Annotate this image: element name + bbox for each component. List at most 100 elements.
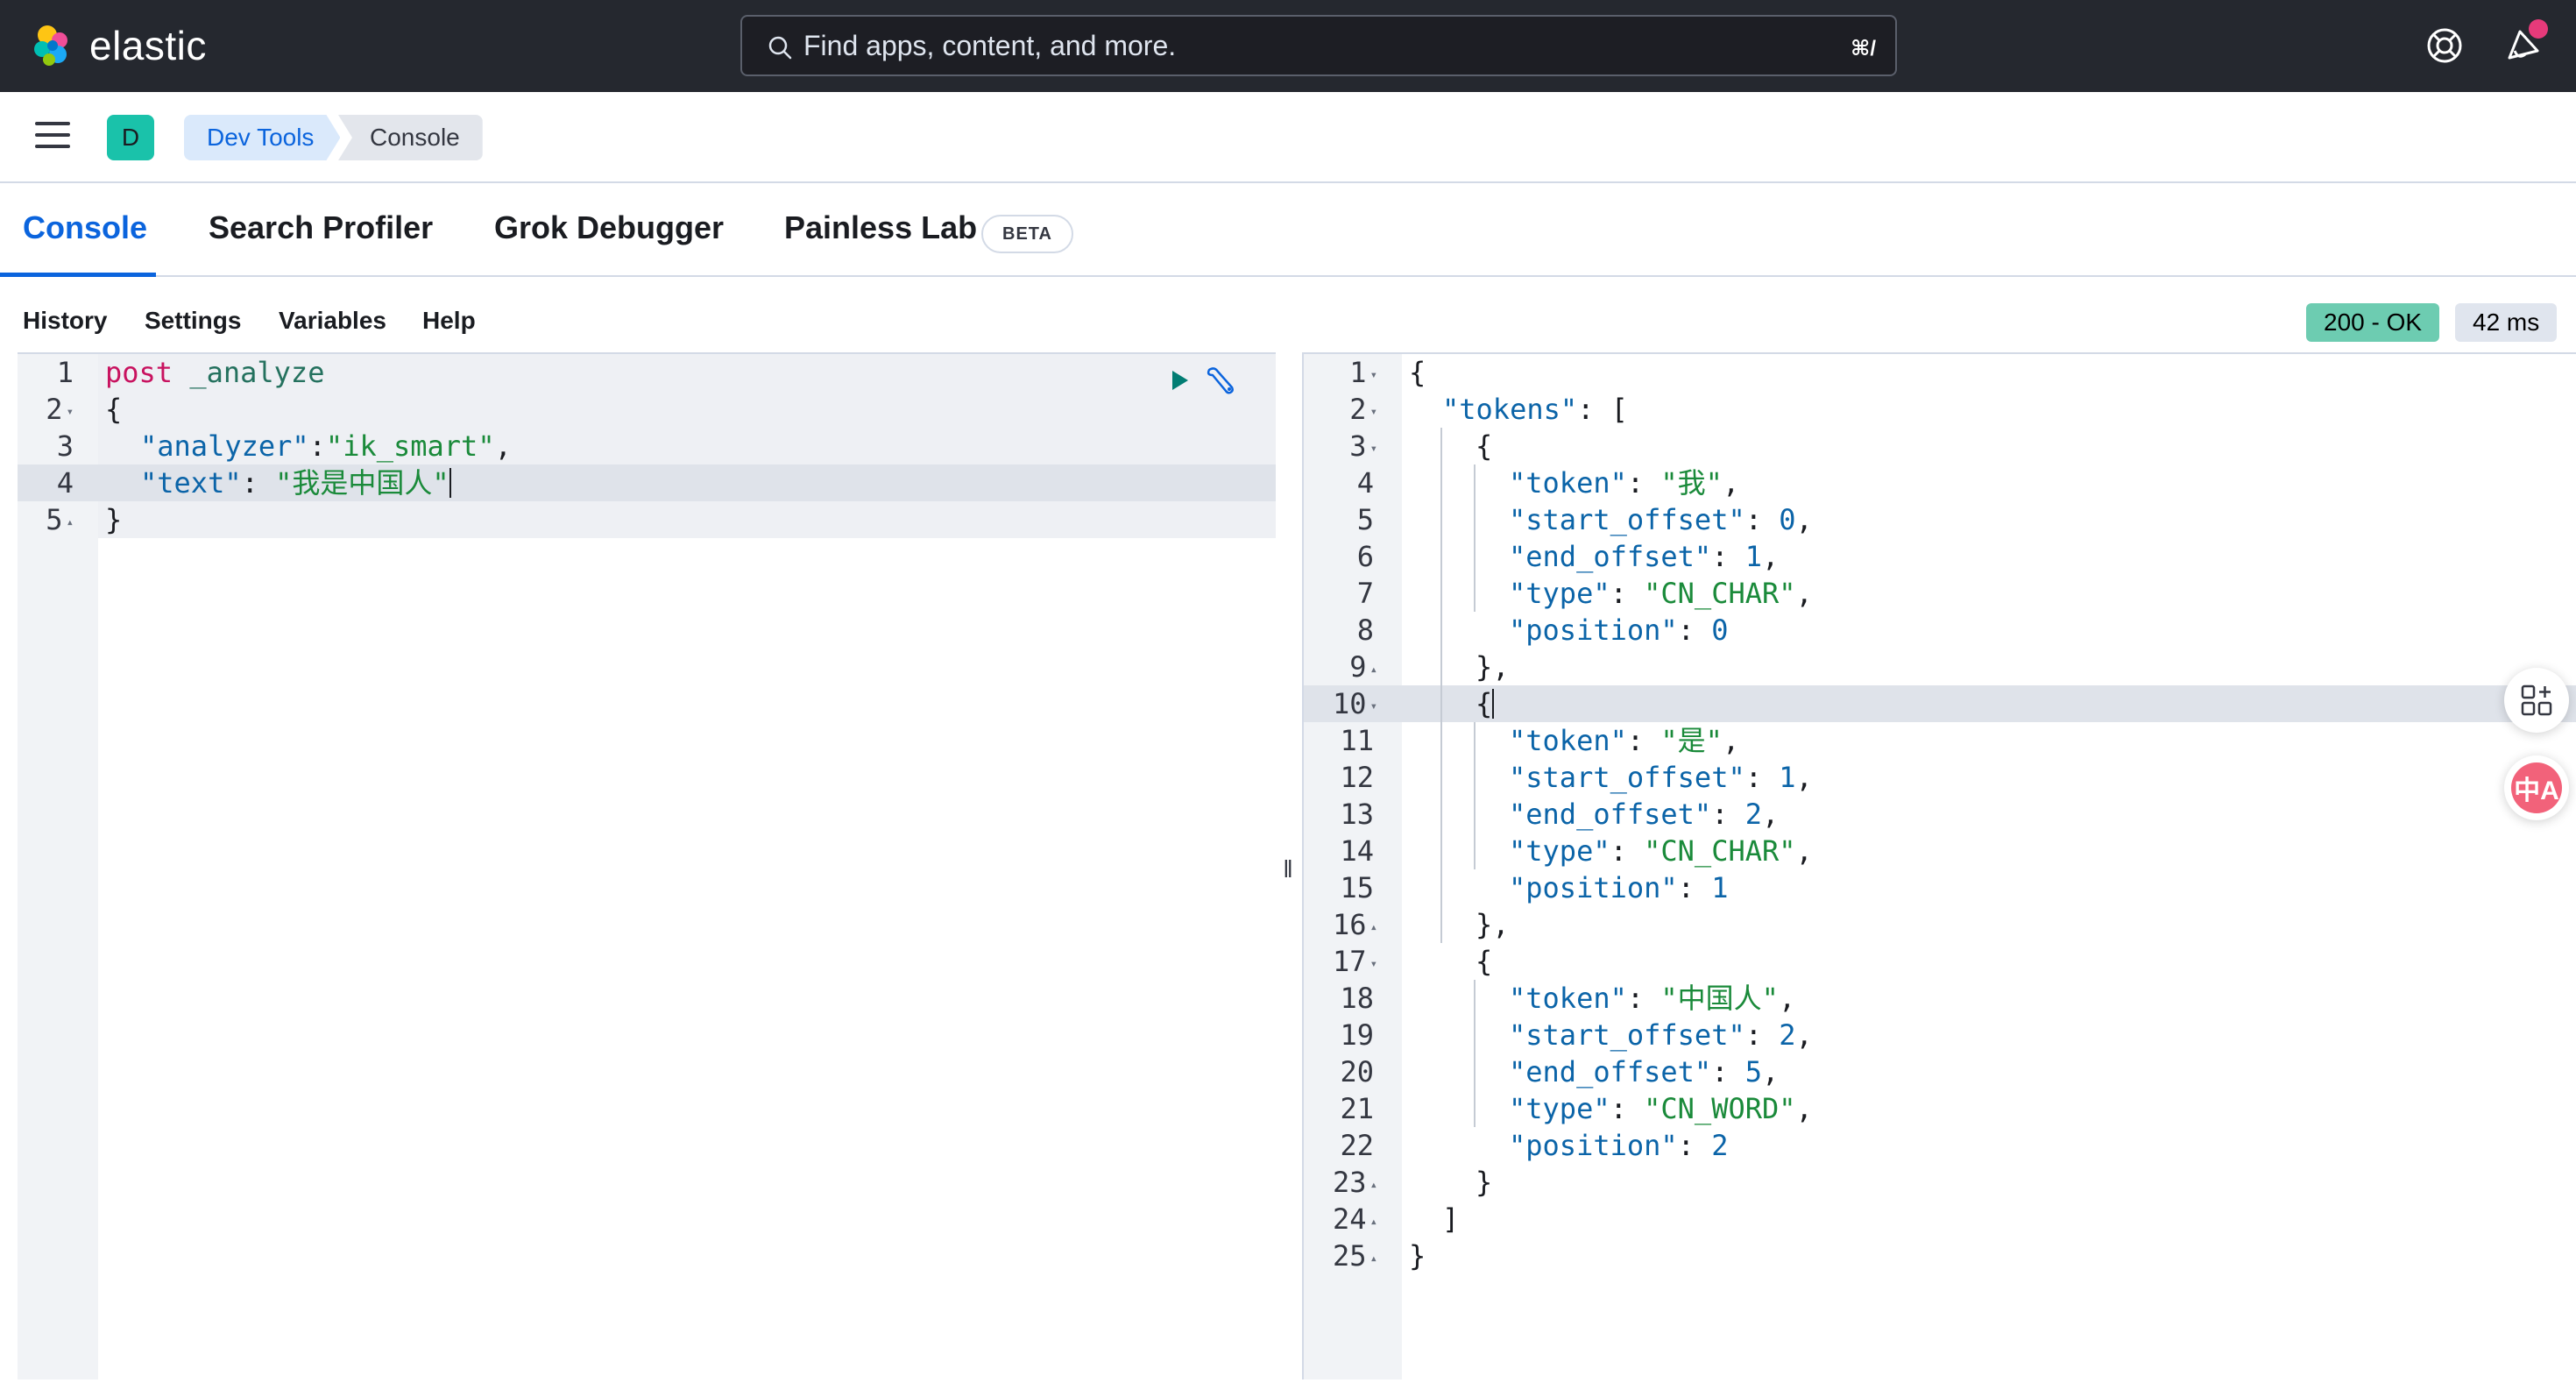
line-number: 5▴ bbox=[46, 503, 74, 536]
text-cursor bbox=[449, 468, 451, 498]
line-number: 12 bbox=[1340, 761, 1374, 794]
line-number: 5 bbox=[1356, 503, 1374, 536]
history-link[interactable]: History bbox=[23, 307, 108, 334]
notification-dot bbox=[2529, 19, 2548, 39]
line-number: 13 bbox=[1340, 798, 1374, 831]
code-line: { bbox=[1476, 945, 1493, 978]
active-tab-indicator bbox=[0, 273, 156, 277]
line-number: 6 bbox=[1356, 540, 1374, 573]
code-line: "position": 2 bbox=[1509, 1129, 1729, 1162]
request-block-highlight bbox=[18, 354, 1276, 538]
code-line: "type": "CN_CHAR", bbox=[1509, 834, 1813, 868]
line-number: 16▴ bbox=[1333, 908, 1377, 941]
code-line: "position": 0 bbox=[1509, 613, 1729, 647]
line-number: 9▴ bbox=[1349, 650, 1377, 684]
tab-grok-debugger[interactable]: Grok Debugger bbox=[494, 209, 725, 245]
search-input[interactable] bbox=[803, 24, 1767, 67]
indent-guide bbox=[1474, 980, 1476, 1127]
line-number: 1▾ bbox=[1349, 356, 1377, 389]
indent-guide bbox=[1474, 722, 1476, 869]
line-number: 23▴ bbox=[1333, 1166, 1377, 1199]
settings-link[interactable]: Settings bbox=[145, 307, 242, 334]
line-number: 10▾ bbox=[1333, 687, 1377, 720]
beta-badge: BETA bbox=[981, 215, 1073, 253]
line-number: 2▾ bbox=[46, 393, 74, 426]
code-line: } bbox=[1476, 1166, 1493, 1199]
code-line: "start_offset": 0, bbox=[1509, 503, 1813, 536]
tab-painless-lab[interactable]: Painless Lab bbox=[784, 209, 978, 245]
line-number: 22 bbox=[1340, 1129, 1374, 1162]
indent-guide bbox=[1440, 428, 1442, 943]
line-number: 17▾ bbox=[1333, 945, 1377, 978]
grid-add-widget[interactable] bbox=[2504, 668, 2569, 733]
duration-badge: 42 ms bbox=[2455, 303, 2558, 342]
newsfeed-icon[interactable] bbox=[2502, 23, 2544, 65]
code-line: { bbox=[1476, 687, 1495, 720]
code-line: { bbox=[1476, 429, 1493, 463]
line-number: 25▴ bbox=[1333, 1239, 1377, 1273]
code-line: "type": "CN_WORD", bbox=[1509, 1092, 1813, 1125]
code-line: }, bbox=[1476, 908, 1510, 941]
search-icon bbox=[768, 36, 792, 60]
console-toolbar: History Settings Variables Help 200 - OK… bbox=[0, 277, 2576, 352]
code-line: "start_offset": 1, bbox=[1509, 761, 1813, 794]
tab-search-profiler[interactable]: Search Profiler bbox=[209, 209, 434, 245]
code-line: "start_offset": 2, bbox=[1509, 1018, 1813, 1052]
elastic-logo-icon bbox=[34, 25, 67, 66]
help-lifebuoy-icon[interactable] bbox=[2425, 26, 2464, 65]
request-gutter bbox=[18, 354, 98, 1379]
request-editor[interactable]: 1 2▾ 3 4 5▴ post _analyze { "analyzer":"… bbox=[18, 352, 1276, 1379]
active-line-highlight bbox=[18, 464, 1276, 501]
line-number: 1 bbox=[56, 356, 74, 389]
code-line: "token": "中国人", bbox=[1509, 982, 1796, 1015]
translate-icon: 中A bbox=[2511, 762, 2562, 813]
code-line: "end_offset": 5, bbox=[1509, 1055, 1780, 1089]
code-line: "text": "我是中国人" bbox=[140, 466, 451, 500]
variables-link[interactable]: Variables bbox=[279, 307, 386, 334]
line-number: 7 bbox=[1356, 577, 1374, 610]
help-link[interactable]: Help bbox=[422, 307, 476, 334]
code-line: "analyzer":"ik_smart", bbox=[140, 429, 512, 463]
play-icon[interactable] bbox=[1167, 368, 1192, 393]
global-search[interactable]: ⌘/ bbox=[740, 15, 1897, 76]
line-number: 2▾ bbox=[1349, 393, 1377, 426]
code-line: }, bbox=[1476, 650, 1510, 684]
search-shortcut: ⌘/ bbox=[1851, 37, 1876, 60]
code-line: "token": "我", bbox=[1509, 466, 1740, 500]
line-number: 11 bbox=[1340, 724, 1374, 757]
line-number: 3 bbox=[56, 429, 74, 463]
code-line: "position": 1 bbox=[1509, 871, 1729, 904]
code-line: { bbox=[1409, 356, 1426, 389]
elastic-logo[interactable]: elastic bbox=[28, 21, 207, 70]
panel-resize-handle[interactable]: ‖ bbox=[1283, 855, 1293, 883]
line-number: 24▴ bbox=[1333, 1202, 1377, 1236]
line-number: 15 bbox=[1340, 871, 1374, 904]
breadcrumb-dev-tools[interactable]: Dev Tools bbox=[184, 115, 340, 160]
dev-tools-tabs: Console Search Profiler Grok Debugger Pa… bbox=[0, 185, 2576, 277]
tab-console[interactable]: Console bbox=[23, 209, 148, 245]
line-number: 14 bbox=[1340, 834, 1374, 868]
translate-widget[interactable]: 中A bbox=[2504, 755, 2569, 820]
space-avatar[interactable]: D bbox=[107, 115, 154, 160]
menu-hamburger-icon[interactable] bbox=[35, 122, 70, 152]
code-line: post _analyze bbox=[105, 356, 325, 389]
line-number: 4 bbox=[1356, 466, 1374, 500]
breadcrumb-bar: D Dev Tools Console bbox=[0, 92, 2576, 183]
top-header: elastic ⌘/ bbox=[0, 0, 2576, 92]
code-line: "end_offset": 1, bbox=[1509, 540, 1780, 573]
code-line: "token": "是", bbox=[1509, 724, 1740, 757]
line-number: 19 bbox=[1340, 1018, 1374, 1052]
code-line: } bbox=[1409, 1239, 1426, 1273]
line-number: 4 bbox=[56, 466, 74, 500]
status-badge: 200 - OK bbox=[2306, 303, 2440, 342]
code-line: "type": "CN_CHAR", bbox=[1509, 577, 1813, 610]
line-number: 20 bbox=[1340, 1055, 1374, 1089]
breadcrumb-console: Console bbox=[338, 115, 483, 160]
code-line: } bbox=[105, 503, 123, 536]
line-number: 18 bbox=[1340, 982, 1374, 1015]
line-number: 21 bbox=[1340, 1092, 1374, 1125]
wrench-icon[interactable] bbox=[1204, 365, 1239, 396]
indent-guide bbox=[1474, 464, 1476, 612]
code-line: "end_offset": 2, bbox=[1509, 798, 1780, 831]
